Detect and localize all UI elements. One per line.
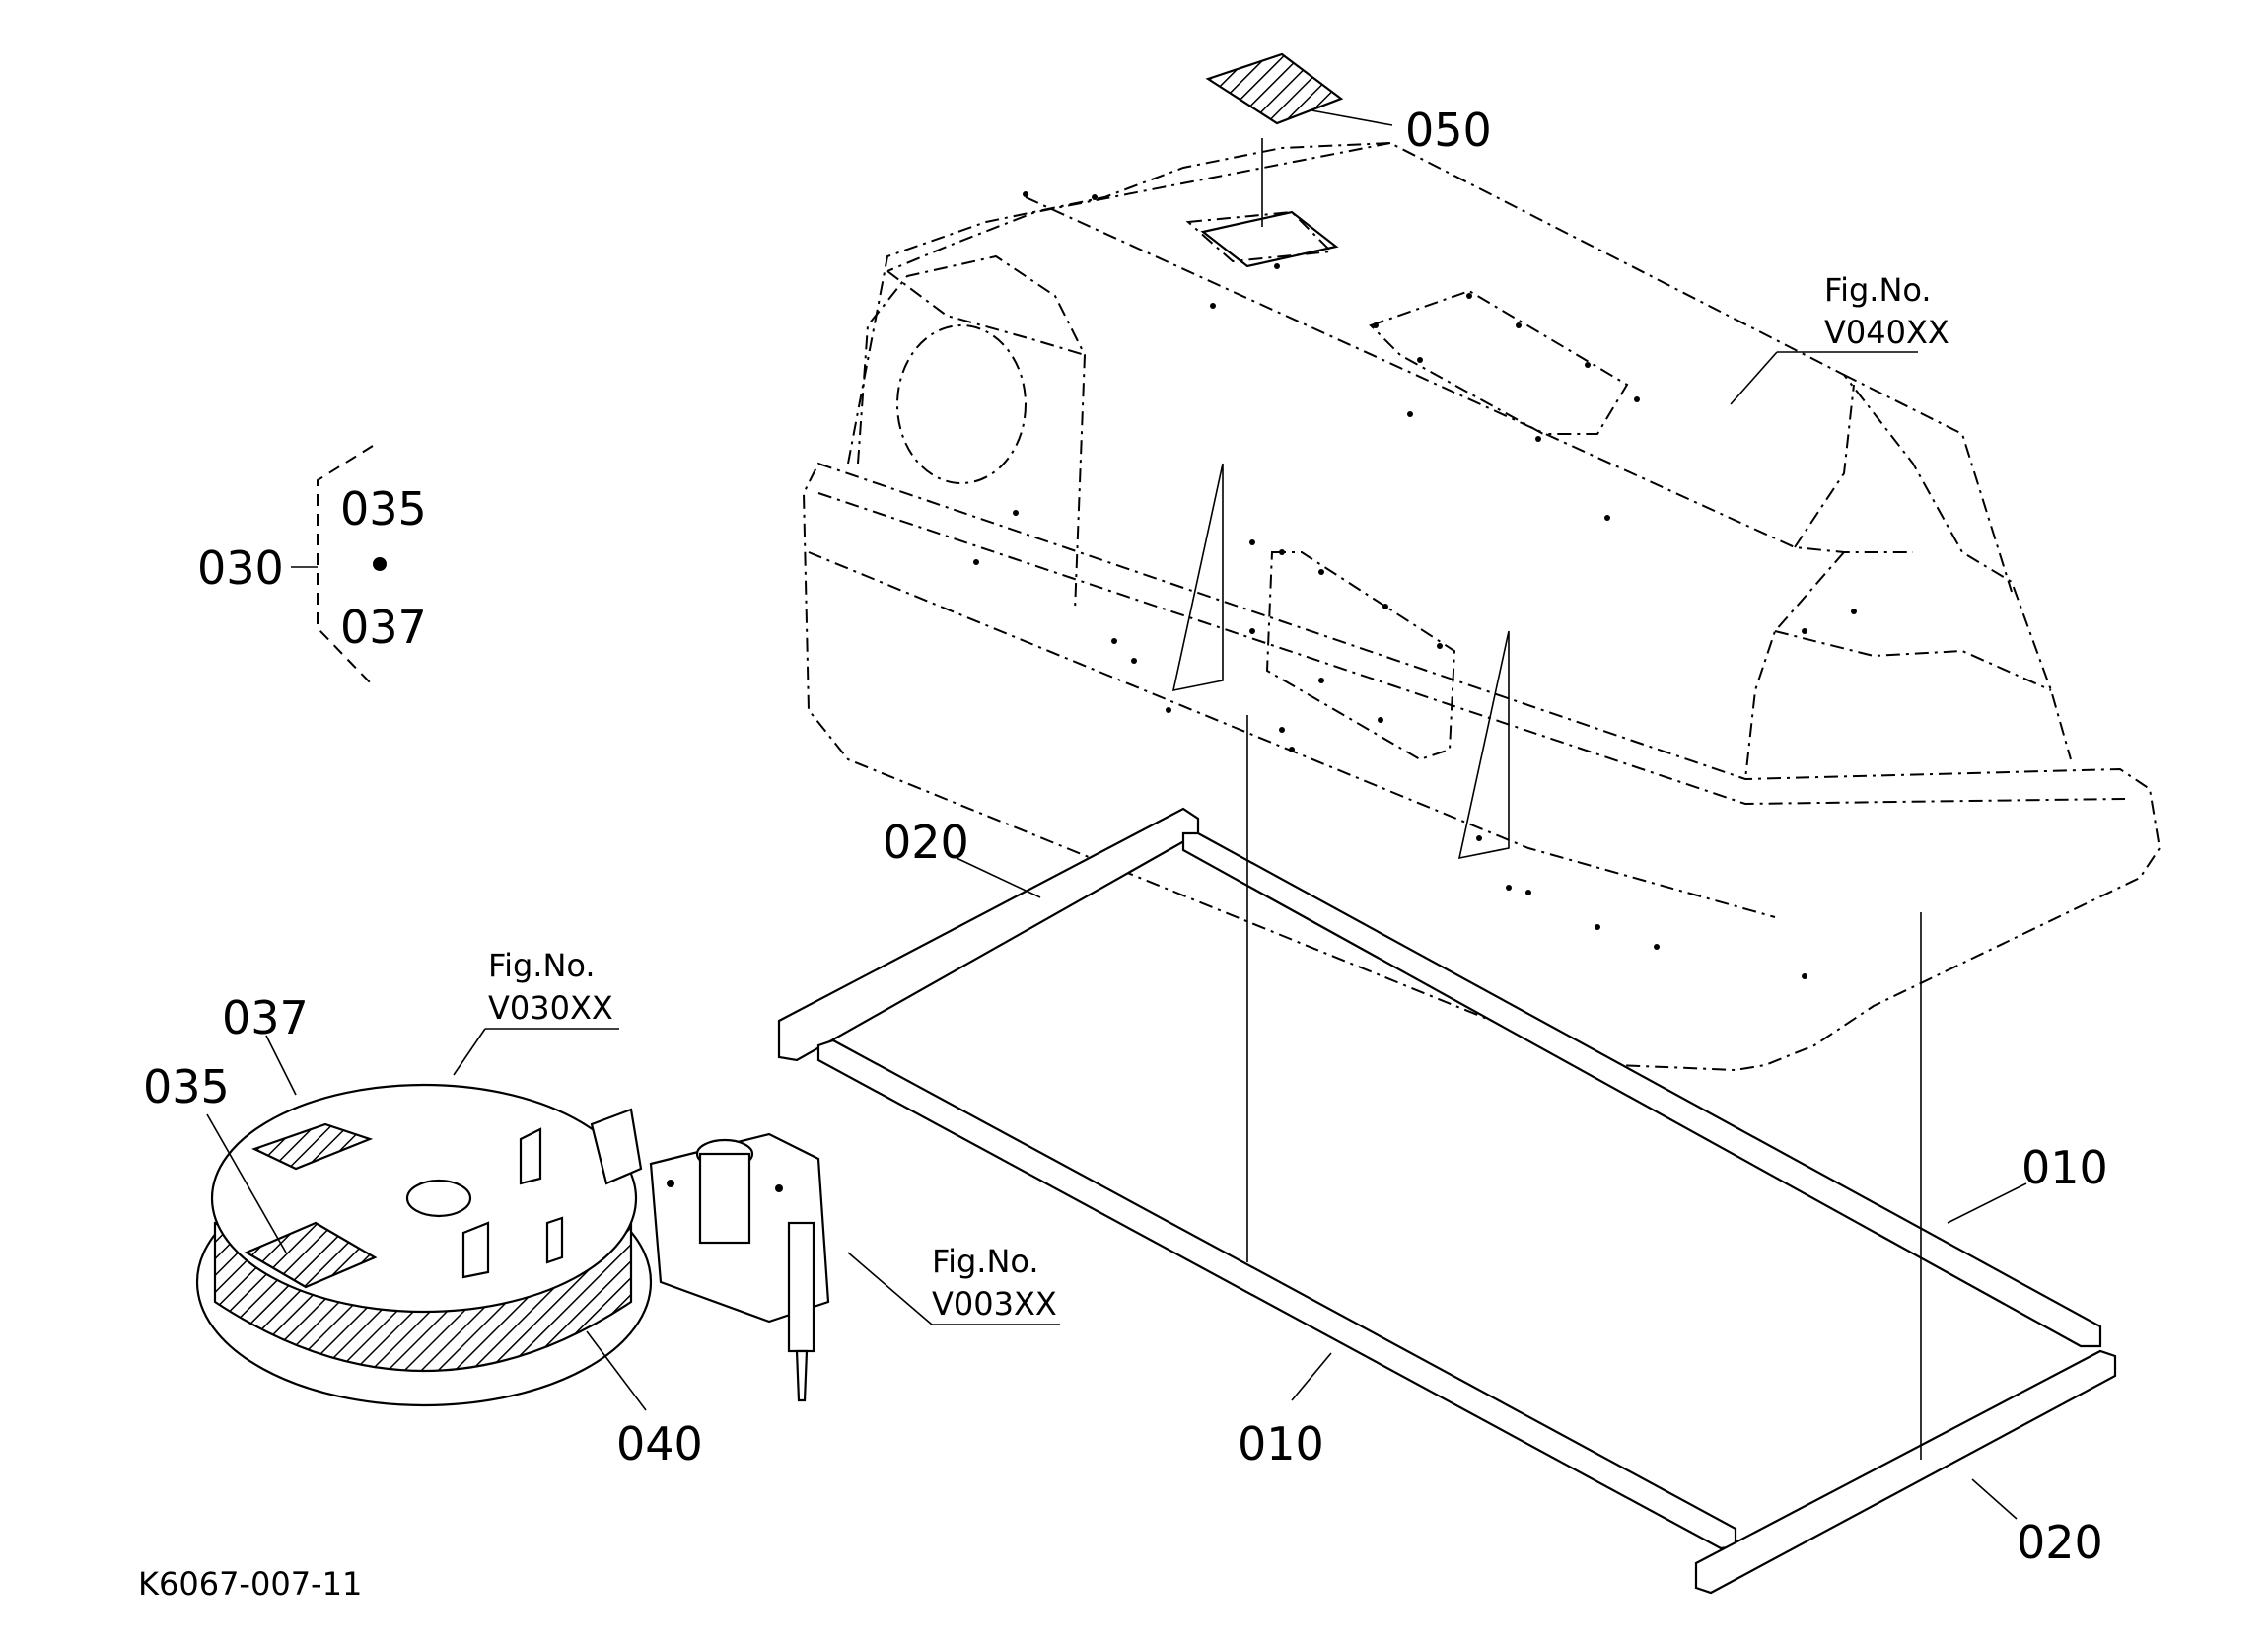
- figref-v003: Fig.No. V003XX: [847, 1243, 1060, 1325]
- mounting-rails: [777, 715, 2117, 1595]
- label-037: 037: [222, 991, 309, 1044]
- label-035: 035: [143, 1060, 230, 1113]
- canopy-cover: [802, 141, 2162, 1072]
- label-010-right: 010: [2021, 1141, 2108, 1194]
- rail-020-bottom: [1694, 1349, 2117, 1595]
- label-010-bottom: 010: [1238, 1417, 1324, 1470]
- figref-v040: Fig.No. V040XX: [1730, 271, 1949, 405]
- figref-v040-line2: V040XX: [1824, 314, 1949, 351]
- figref-v040-line1: Fig.No.: [1824, 271, 1932, 309]
- figref-v030-line1: Fig.No.: [488, 947, 596, 984]
- label-050: 050: [1405, 104, 1492, 157]
- label-020-top: 020: [883, 816, 969, 869]
- figref-v030-line2: V030XX: [488, 989, 613, 1027]
- rail-020-top: [777, 807, 1200, 1062]
- label-040: 040: [616, 1417, 703, 1470]
- part-050-plate: [1205, 52, 1393, 227]
- fan-assembly: [195, 1083, 830, 1407]
- legend-030: 030 035 037: [197, 445, 427, 686]
- rail-010-upper: [1181, 831, 2102, 1348]
- figref-v003-line2: V003XX: [932, 1285, 1057, 1323]
- label-020-bottom: 020: [2017, 1516, 2103, 1569]
- figref-v030: Fig.No. V030XX: [453, 947, 619, 1076]
- label-030: 030: [197, 541, 284, 595]
- drawing-code: K6067-007-11: [138, 1565, 362, 1603]
- mounting-holes: [973, 191, 1857, 979]
- label-037-legend: 037: [340, 601, 427, 654]
- label-035-legend: 035: [340, 482, 427, 536]
- figref-v003-line1: Fig.No.: [932, 1243, 1039, 1280]
- decal-037: [251, 1122, 374, 1171]
